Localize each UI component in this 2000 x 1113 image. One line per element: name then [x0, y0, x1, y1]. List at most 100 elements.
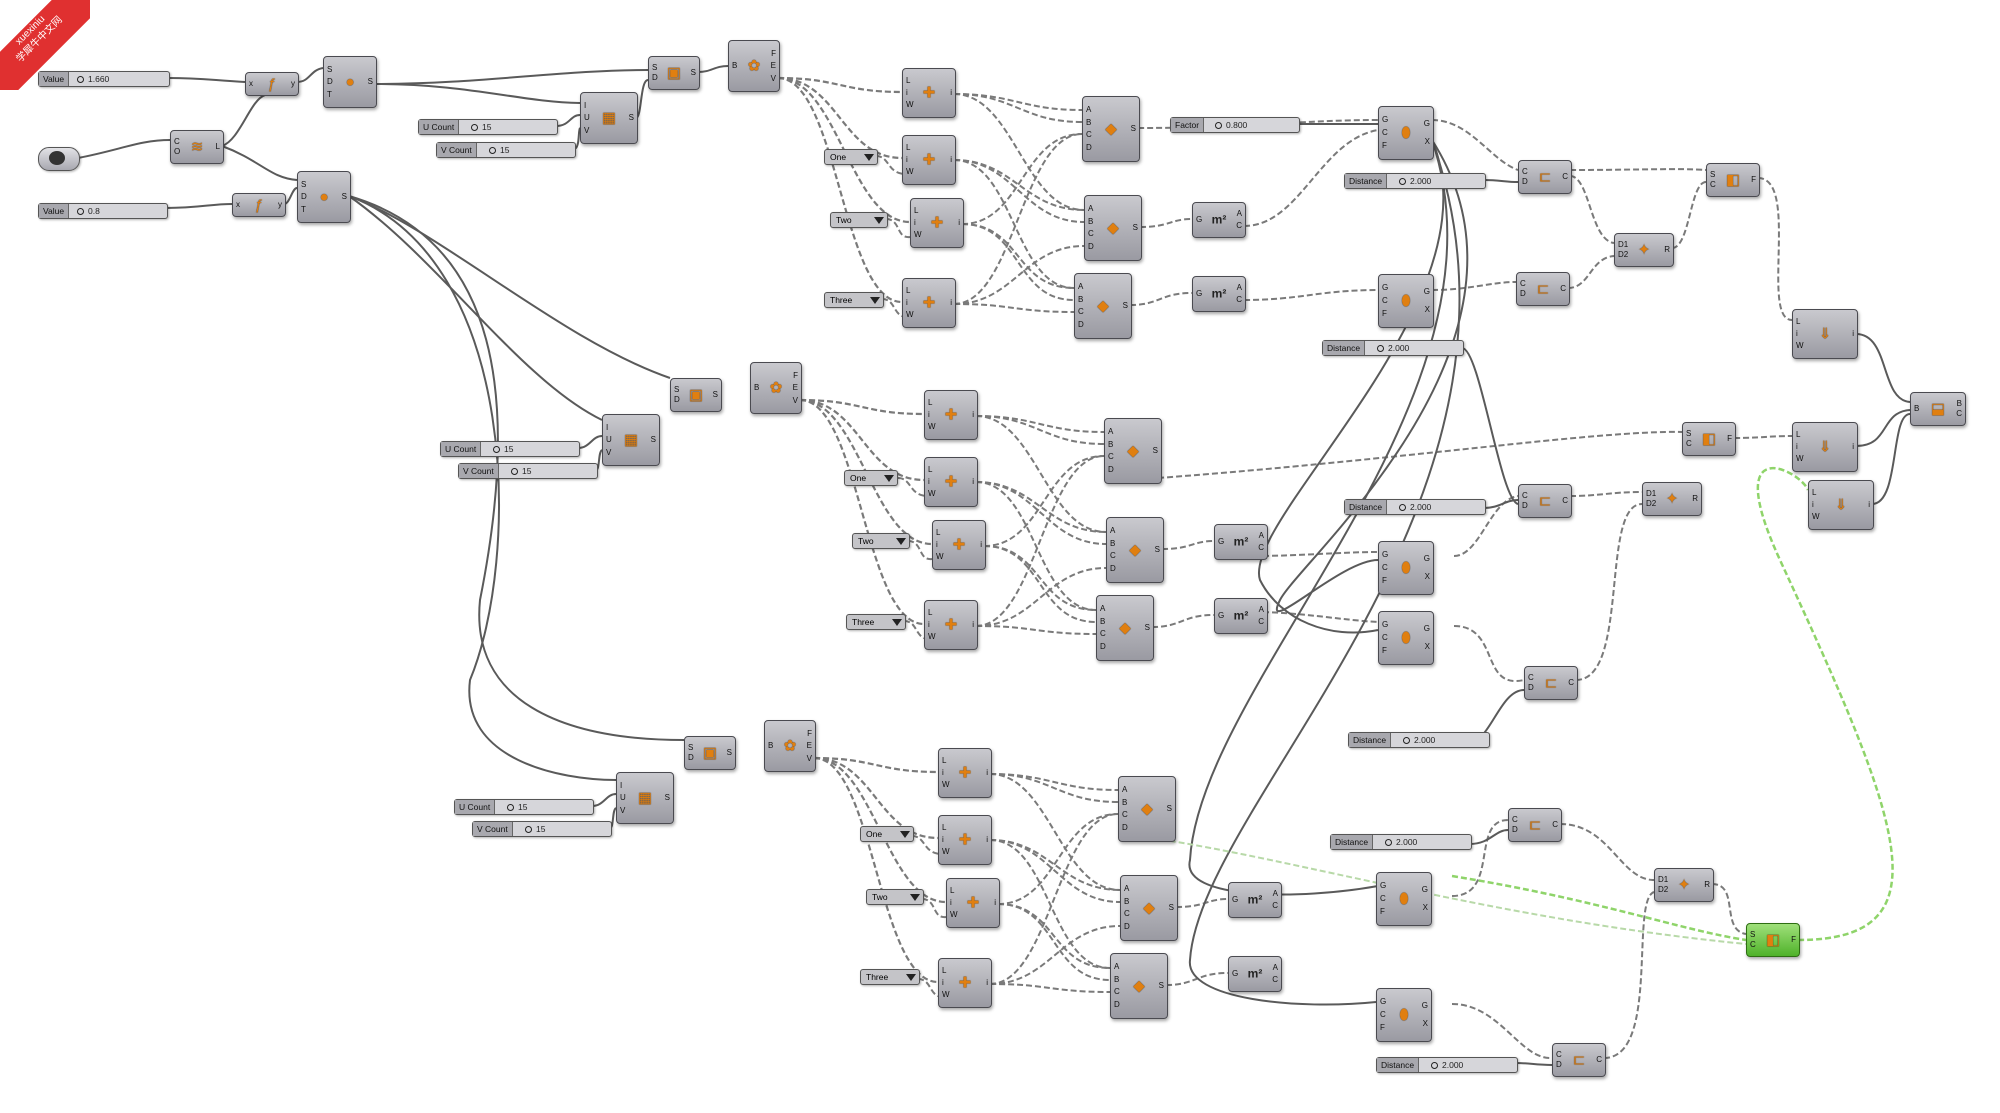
output-port-i[interactable]: i: [972, 410, 974, 419]
output-port-c[interactable]: C: [1956, 409, 1962, 419]
output-port-g[interactable]: G: [1423, 554, 1430, 564]
input-port-s[interactable]: S: [1686, 428, 1692, 438]
input-port-l[interactable]: L: [906, 286, 911, 295]
input-port-a[interactable]: A: [1124, 883, 1130, 893]
input-port-o[interactable]: O: [174, 147, 181, 157]
input-port-c[interactable]: C: [1382, 128, 1388, 137]
output-port-f[interactable]: F: [1791, 935, 1796, 944]
slider-grip-icon[interactable]: [507, 804, 514, 812]
value-list-one_3[interactable]: One: [860, 826, 914, 842]
output-port-i[interactable]: i: [972, 477, 974, 486]
input-port-l[interactable]: L: [928, 465, 933, 474]
input-port-i[interactable]: i: [928, 477, 930, 486]
input-port-d[interactable]: D: [1088, 242, 1094, 252]
slider-grip-icon[interactable]: [1403, 737, 1410, 745]
input-port-g[interactable]: G: [1382, 620, 1389, 629]
input-port-g[interactable]: G: [1218, 537, 1225, 546]
input-port-g[interactable]: G: [1196, 289, 1203, 298]
input-port-t[interactable]: T: [301, 204, 306, 214]
input-port-d[interactable]: D: [1114, 1000, 1120, 1010]
input-port-w[interactable]: W: [928, 422, 936, 431]
output-port-s[interactable]: S: [341, 192, 347, 201]
output-port-a[interactable]: A: [1236, 209, 1242, 219]
input-port-f[interactable]: F: [1382, 309, 1387, 318]
output-port-f[interactable]: F: [1727, 434, 1732, 443]
dropdown-arrow-icon[interactable]: [874, 217, 884, 224]
output-port-s[interactable]: S: [1152, 446, 1158, 455]
input-port-l[interactable]: L: [942, 966, 947, 975]
input-port-w[interactable]: W: [1812, 512, 1820, 521]
input-port-w[interactable]: W: [942, 780, 950, 789]
output-port-f[interactable]: F: [807, 728, 812, 738]
input-port-c[interactable]: C: [1556, 1049, 1562, 1059]
output-port-x[interactable]: X: [1424, 136, 1430, 146]
input-port-w[interactable]: W: [906, 310, 914, 319]
input-port-a[interactable]: A: [1110, 525, 1116, 535]
input-port-c[interactable]: C: [174, 136, 180, 146]
input-port-i[interactable]: i: [928, 620, 930, 629]
input-port-f[interactable]: F: [1380, 907, 1385, 916]
output-port-i[interactable]: i: [958, 218, 960, 227]
input-port-d2[interactable]: D2: [1658, 885, 1669, 895]
input-port-l[interactable]: L: [936, 528, 941, 537]
input-port-s[interactable]: S: [1710, 169, 1716, 179]
output-port-s[interactable]: S: [1154, 545, 1160, 554]
input-port-i[interactable]: i: [1796, 442, 1798, 451]
input-port-c[interactable]: C: [1512, 814, 1518, 824]
input-port-w[interactable]: W: [906, 100, 914, 109]
value-list-three_3[interactable]: Three: [860, 969, 920, 985]
input-port-a[interactable]: A: [1078, 281, 1084, 291]
input-port-g[interactable]: G: [1196, 215, 1203, 224]
input-port-s[interactable]: S: [301, 179, 307, 189]
input-port-d[interactable]: D: [1078, 320, 1084, 330]
output-port-v[interactable]: V: [806, 753, 812, 763]
input-port-d[interactable]: D: [1100, 642, 1106, 652]
input-port-l[interactable]: L: [1796, 430, 1801, 439]
input-port-g[interactable]: G: [1382, 283, 1389, 292]
input-port-c[interactable]: C: [1086, 130, 1092, 140]
output-port-a[interactable]: A: [1258, 531, 1264, 541]
input-port-v[interactable]: V: [620, 805, 626, 815]
input-port-l[interactable]: L: [906, 76, 911, 85]
input-port-d[interactable]: D: [652, 73, 658, 83]
output-port-c[interactable]: C: [1258, 542, 1264, 552]
input-port-f[interactable]: F: [1382, 576, 1387, 585]
input-port-c[interactable]: C: [1078, 307, 1084, 317]
output-port-s[interactable]: S: [690, 68, 696, 77]
input-port-b[interactable]: B: [1100, 616, 1106, 626]
input-port-d[interactable]: D: [1522, 177, 1528, 187]
input-port-i[interactable]: i: [914, 218, 916, 227]
value-list-two_3[interactable]: Two: [866, 889, 924, 905]
input-port-l[interactable]: L: [942, 756, 947, 765]
input-port-d[interactable]: D: [1086, 143, 1092, 153]
input-port-l[interactable]: L: [928, 398, 933, 407]
dropdown-arrow-icon[interactable]: [870, 297, 880, 304]
output-port-a[interactable]: A: [1272, 889, 1278, 899]
input-port-i[interactable]: I: [620, 780, 623, 790]
output-port-c[interactable]: C: [1560, 284, 1566, 293]
input-port-b[interactable]: B: [1124, 896, 1130, 906]
input-port-d[interactable]: D: [1528, 683, 1534, 693]
